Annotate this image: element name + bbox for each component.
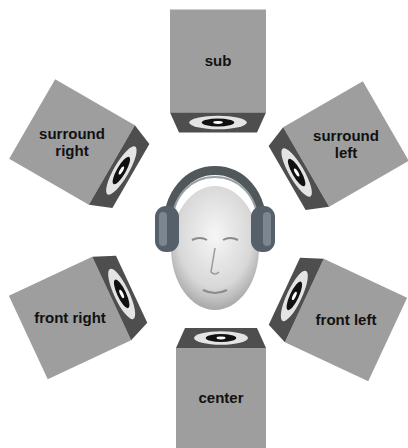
speaker-outline bbox=[133, 0, 303, 146]
speaker-label: surround right bbox=[35, 125, 109, 160]
speaker-box: front right bbox=[0, 233, 155, 403]
speaker-label: front left bbox=[309, 311, 383, 328]
speaker-label: front right bbox=[33, 309, 107, 326]
speaker-box: center bbox=[136, 313, 306, 448]
speaker-box: sub bbox=[133, 0, 303, 146]
speaker-label: surround left bbox=[309, 127, 383, 162]
speaker-label: sub bbox=[181, 52, 255, 69]
speaker-outline bbox=[261, 59, 408, 229]
listener-head bbox=[171, 186, 259, 310]
speaker-box: front left bbox=[261, 235, 408, 405]
speaker-outline bbox=[136, 313, 306, 448]
speaker-box: surround right bbox=[0, 57, 157, 227]
headphones bbox=[155, 171, 275, 253]
speaker-box: surround left bbox=[261, 59, 408, 229]
speaker-label: center bbox=[184, 389, 258, 406]
